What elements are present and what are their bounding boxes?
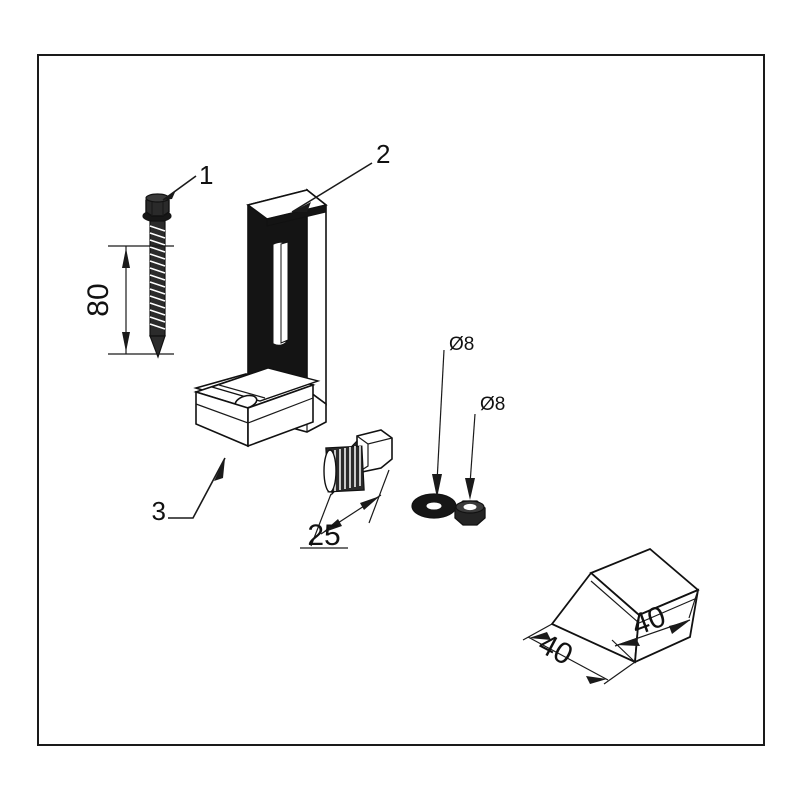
nut-leader-arrowhead (465, 478, 475, 500)
dim-80-arrow-bot (122, 332, 130, 352)
dim-40R-ext-a (611, 639, 636, 663)
clamp-right-face (247, 383, 314, 448)
bolt-shaft-end (323, 449, 337, 493)
dim-25-ext-a (310, 493, 332, 547)
balloon-label-3: 3 (152, 496, 166, 526)
screw-tip (149, 335, 166, 359)
bracket-side-face (306, 188, 327, 406)
part-flat-washer: Ø8 (411, 334, 474, 519)
part-clamp-base-block: 3 (152, 367, 321, 526)
dimension-screw-length: 80 (82, 245, 174, 355)
dimension-bolt-length: 25 (300, 469, 390, 552)
dim-40R-ext-b (688, 589, 699, 619)
sheet-border (37, 54, 765, 746)
clamp-front-ridge (195, 397, 314, 424)
dim-40R-arrow-a (616, 638, 640, 646)
dim-80-arrow-top (122, 248, 130, 268)
dim-40L-ext-b (603, 661, 636, 685)
nut-leader (469, 413, 476, 485)
dim-40L-line (527, 636, 609, 681)
dimension-label-40-left: 40 (533, 627, 578, 672)
balloon-2-arrowhead (292, 202, 311, 212)
washer-leader (436, 349, 445, 483)
dimension-label-80: 80 (82, 283, 115, 316)
part-angle-rail-profile: 40 40 (522, 547, 700, 685)
part-hex-nut: Ø8 (454, 394, 505, 526)
rail-thickness-left (590, 580, 640, 624)
rail-right-leg-face (633, 588, 700, 664)
dimension-label-25: 25 (307, 519, 340, 552)
dimension-label-nut-dia: Ø8 (480, 394, 505, 415)
washer-leader-arrowhead (432, 474, 442, 498)
balloon-3-leader (168, 457, 226, 519)
part-hex-head-screw: 1 80 (82, 160, 213, 359)
part-hex-bolt: 25 (300, 429, 393, 552)
dim-40L-arrow-b (586, 676, 607, 684)
clamp-groove-inner-line (218, 384, 266, 399)
washer-hole (426, 502, 442, 510)
balloon-label-2: 2 (376, 139, 390, 169)
dim-40R-arrow-b (669, 621, 689, 634)
dim-25-arrow-a (322, 519, 342, 533)
screw-thread-lines (149, 225, 166, 330)
balloon-2-leader (291, 162, 373, 213)
bracket-slot-shadow (280, 241, 289, 344)
rail-thickness-right (638, 597, 698, 624)
dim-25-arrow-b (360, 496, 380, 510)
balloon-label-1: 1 (199, 160, 213, 190)
balloon-1-arrowhead (163, 190, 176, 200)
balloon-3-arrowhead (214, 458, 225, 481)
nut-hole (463, 503, 477, 511)
dimension-label-washer-dia: Ø8 (449, 334, 474, 355)
dim-40L-arrow-a (529, 632, 551, 640)
